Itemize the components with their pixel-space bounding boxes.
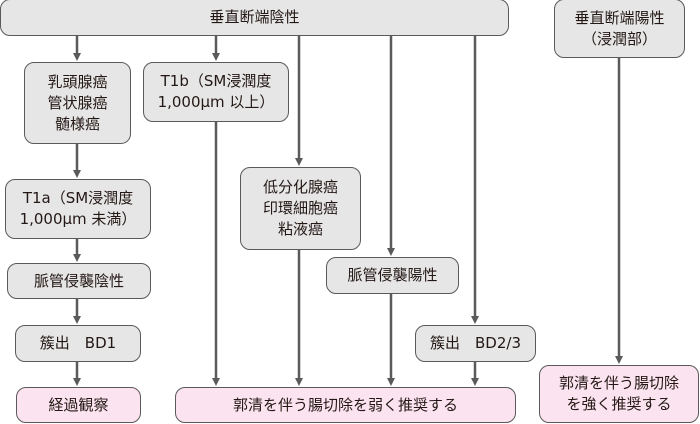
node-vertical-margin-negative: 垂直断端陰性 — [0, 0, 509, 36]
node-observation: 経過観察 — [16, 387, 141, 423]
node-t1b: T1b（SM浸潤度 1,000μm 以上） — [143, 62, 289, 122]
node-vascular-invasion-negative: 脈管侵襲陰性 — [7, 263, 151, 299]
node-budding-bd1: 簇出 BD1 — [15, 325, 141, 362]
node-histology-favorable: 乳頭腺癌 管状腺癌 髄様癌 — [24, 62, 131, 144]
node-vascular-invasion-positive: 脈管侵襲陽性 — [326, 257, 459, 294]
node-histology-unfavorable: 低分化腺癌 印環細胞癌 粘液癌 — [240, 167, 361, 250]
node-strong-recommend: 郭清を伴う腸切除 を強く推奨する — [539, 365, 699, 423]
node-weak-recommend: 郭清を伴う腸切除を弱く推奨する — [175, 387, 516, 423]
node-t1a: T1a（SM浸潤度 1,000μm 未満） — [5, 179, 151, 239]
node-budding-bd23: 簇出 BD2/3 — [415, 325, 536, 362]
node-vertical-margin-positive: 垂直断端陽性 （浸潤部） — [554, 0, 685, 58]
